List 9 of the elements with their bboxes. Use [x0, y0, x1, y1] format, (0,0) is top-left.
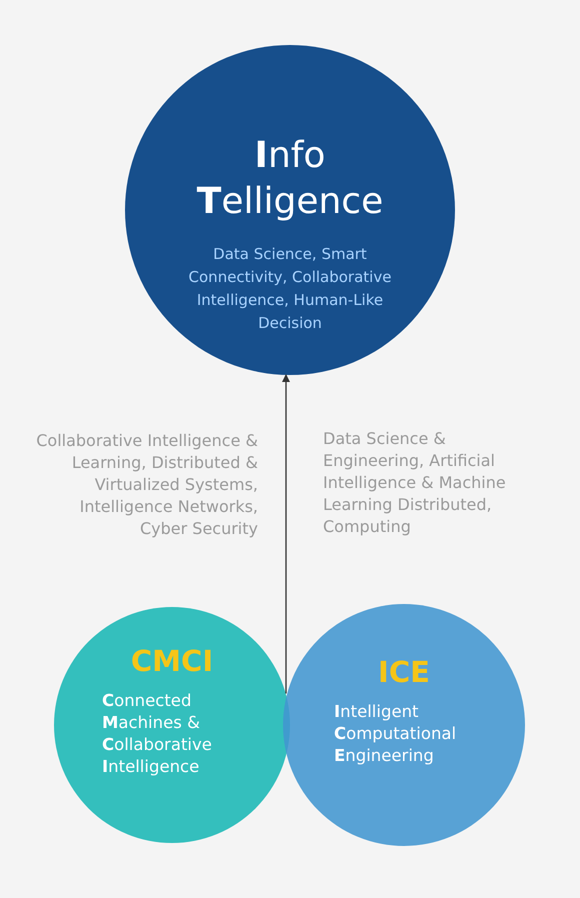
- node-title: ICE: [378, 655, 430, 689]
- side-note: Collaborative Intelligence & Learning, Distributed & Virtualized Systems, Intelligence Networks, Cyber Security: [35, 430, 258, 540]
- node-description: Intelligent Computational Engineering: [334, 701, 458, 767]
- node-description: Data Science, Smart Connectivity, Collaborative Intelligence, Human-Like Decision: [188, 244, 392, 334]
- arrow: [282, 374, 290, 694]
- side-note: Data Science & Engineering, Artificial Intelligence & Machine Learning Distributed, Computing: [323, 428, 507, 538]
- node-title: CMCI: [130, 644, 214, 678]
- node-description: Connected Machines & Collaborative Intelligence: [102, 690, 213, 778]
- node-title: Info Telligence: [196, 134, 384, 224]
